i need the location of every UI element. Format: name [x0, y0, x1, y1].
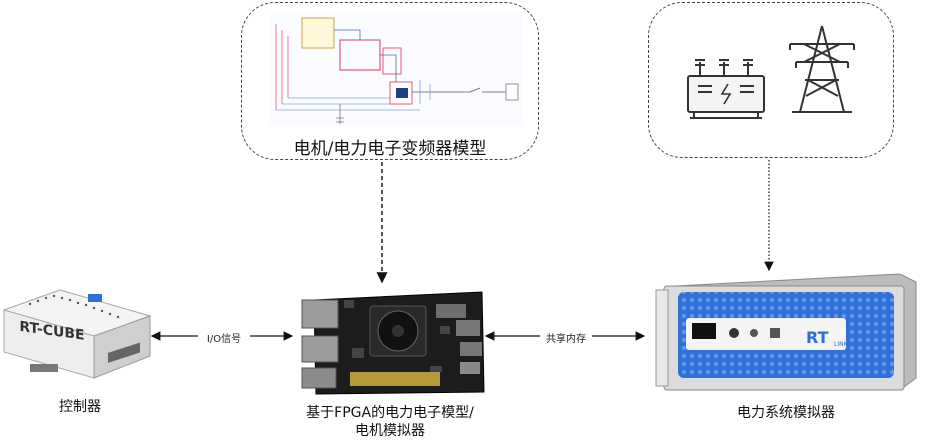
tower-icon — [789, 25, 855, 113]
fpga-label-line2: 电机模拟器 — [355, 423, 425, 439]
rt-cube-controller — [2, 289, 152, 379]
transformer-icon — [687, 59, 765, 119]
shared-memory-label: 共享内存 — [540, 330, 592, 345]
io-signal-label: I/O信号 — [198, 330, 250, 345]
power-system-simulator: RT — [655, 273, 917, 391]
fpga-label-line1: 基于FPGA的电力电子模型/ — [306, 405, 474, 421]
simulator-brand: LINKS — [834, 341, 852, 348]
controller-label: 控制器 — [59, 399, 101, 415]
circuit-schematic — [270, 14, 522, 126]
motor-model-title: 电机/电力电子变频器模型 — [293, 139, 487, 159]
simulator-label: 电力系统模拟器 — [737, 405, 835, 421]
svg-text:RT: RT — [806, 328, 829, 347]
fpga-board — [301, 291, 485, 395]
